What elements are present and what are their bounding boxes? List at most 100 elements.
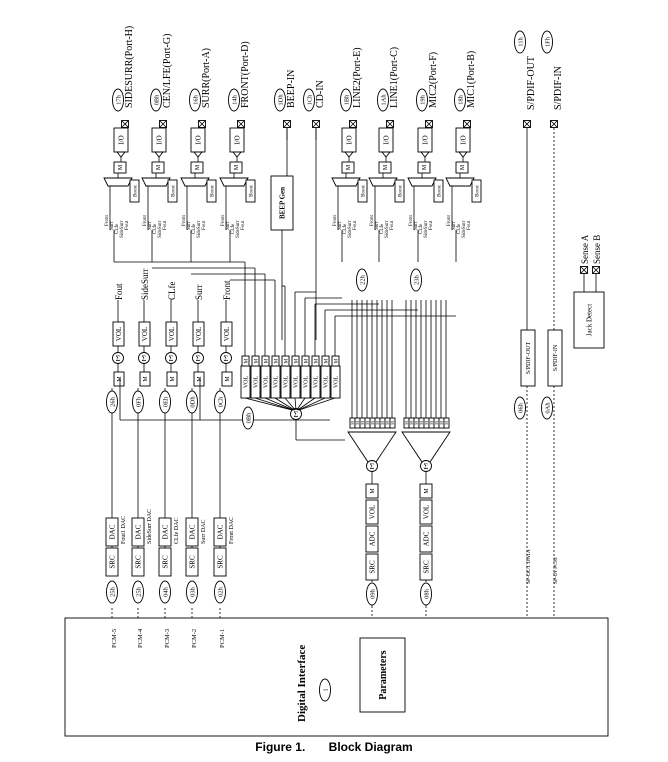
adc-path-2-adc: ADC <box>419 525 433 553</box>
port-8-mute-frame <box>378 161 392 174</box>
port-4-boost: Boost <box>245 179 256 203</box>
mixer-vol-7: VOL <box>300 365 311 399</box>
port-1-boost-label: Boost <box>133 185 138 197</box>
port-9-id-shape <box>416 88 428 112</box>
out-path-4-sum: Σ <box>192 352 204 364</box>
port-10-jack <box>463 120 471 128</box>
port-10-boost-label: Boost <box>475 185 480 197</box>
mixer-vol-8: VOL <box>310 365 321 399</box>
mixer-vol-7-label: VOL <box>304 376 310 389</box>
port-6-jack-cross-b <box>312 120 320 128</box>
port-4-id-id: 14h <box>231 94 238 105</box>
port-7-jack-cross-b <box>349 120 357 128</box>
out-path-2-dac-label: SideSurr DAC <box>147 509 153 544</box>
adc-path-1-mute: M <box>365 483 379 499</box>
adc-path-1-vol-frame <box>365 499 379 525</box>
out-path-5-sum-sigma: Σ <box>224 354 229 363</box>
port-5-id-shape <box>274 88 286 112</box>
out-path-2-vol-frame <box>138 321 151 347</box>
port-8-name: LINE1(Port-C) <box>389 47 400 108</box>
interface-node-id-shape <box>319 678 331 702</box>
out-path-2-pcm: PCM-4 <box>137 628 144 648</box>
out-path-5-src-id-id: 02h <box>217 586 224 597</box>
port-1-in-fout: Fout <box>125 220 130 230</box>
mixer-vol-10-label: VOL <box>334 376 340 389</box>
adc-path-1-merge <box>347 431 397 463</box>
port-3-io: I/O <box>190 127 206 153</box>
port-8-io-amp <box>381 151 391 158</box>
port-7-io-amp <box>344 151 354 158</box>
out-path-4-mute: M <box>193 371 205 387</box>
port-9-id-id: 19h <box>419 94 426 105</box>
out-path-2-mute: M <box>139 371 151 387</box>
port-10-io-amp <box>458 151 468 158</box>
out-path-2-mix-id-id: 0Fh <box>135 396 142 407</box>
port-3-boost: Boost <box>206 179 217 203</box>
mixer-vol-4-label: VOL <box>274 376 280 389</box>
port-10-in-surr: Surr <box>452 221 457 230</box>
port-4-mux <box>219 177 249 187</box>
port-3-io-amp <box>193 151 203 158</box>
mixer-mute-1-frame <box>241 355 250 367</box>
port-8-in-fout: Fout <box>390 220 395 230</box>
out-path-4-vol: VOL <box>192 321 205 347</box>
port-2-io: I/O <box>151 127 167 153</box>
port-7-mute-label: M <box>346 164 352 170</box>
port-10-boost-frame <box>471 179 482 203</box>
port-1-in-clfe: CLfe <box>115 223 120 234</box>
port-1-jack-cross-b <box>121 120 129 128</box>
adc-path-1-vol: VOL <box>365 499 379 525</box>
out-path-3-dac-label: CLfe DAC <box>173 518 180 545</box>
beep-gen-box: BEEP Gen <box>270 175 294 231</box>
adc-path-1-adc-frame <box>365 525 379 553</box>
mixer-mute-7-frame <box>301 355 310 367</box>
port-10-mux <box>445 177 475 187</box>
out-path-1-sum: Σ <box>112 352 124 364</box>
port-10-id-shape <box>454 88 466 112</box>
mixer-in-wire-4 <box>274 397 295 411</box>
mixer-mute-10-label: M <box>334 358 339 363</box>
out-path-5-mute-label: M <box>225 376 231 382</box>
spdif-1-node-id: 06h <box>514 396 526 420</box>
port-9-in-surr: Surr <box>414 221 419 230</box>
adc-path-1-mute-5-label: M <box>370 421 375 425</box>
out-path-2-src-id-id: 25h <box>135 586 142 597</box>
port-7-name: LINE2(Port-E) <box>352 47 363 108</box>
out-path-3-dac: DAC <box>158 517 172 547</box>
out-path-2-src: SRC <box>131 547 145 577</box>
out-path-1-vol-frame <box>112 321 125 347</box>
port-3-name: SURR(Port-A) <box>201 48 212 108</box>
out-path-4-vol-frame <box>192 321 205 347</box>
adc-path-1-mute-9-label: M <box>390 421 395 425</box>
digital-interface-box <box>64 617 609 737</box>
out-path-2-mute-label: M <box>143 376 149 382</box>
adc-path-1-mute-8-label: M <box>385 421 390 425</box>
out-path-4-dac: DAC <box>185 517 199 547</box>
port-9-mute: M <box>417 161 431 174</box>
mixer-mute-3-label: M <box>264 358 269 363</box>
spdif-1-id-shape <box>514 30 526 54</box>
adc-path-2-id-shape <box>420 582 432 606</box>
port-3-id-id: 16h <box>192 94 199 105</box>
port-2-boost-label: Boost <box>171 185 176 197</box>
mixer-mute-9-frame <box>321 355 330 367</box>
port-4-in-sidesurr: SideSurr <box>236 220 241 238</box>
port-7-boost: Boost <box>357 179 368 203</box>
spdif-2-node-id: 0Ah <box>541 396 553 420</box>
jack-detect-box: Jack Detect <box>573 291 605 349</box>
out-path-5-pcm: PCM-1 <box>219 629 226 648</box>
port-7-boost-label: Boost <box>361 185 366 197</box>
figure-caption: Figure 1. Block Diagram <box>0 740 668 754</box>
adc-path-2-mute-3-label: M <box>414 421 419 425</box>
port-10-boost: Boost <box>471 179 482 203</box>
port-2-jack <box>159 120 167 128</box>
port-9-mute-label: M <box>422 164 428 170</box>
mixer-vol-9: VOL <box>320 365 331 399</box>
port-4-in-fout: Fout <box>241 220 246 230</box>
port-10-mute-frame <box>455 161 469 174</box>
out-path-4-vol-label: VOL <box>195 327 203 341</box>
out-path-3-src-id: 04h <box>159 580 171 604</box>
spdif-2-id-id: 1Fh <box>544 36 551 47</box>
mixer-mute-9-label: M <box>324 358 329 363</box>
port-10-io: I/O <box>455 127 471 153</box>
